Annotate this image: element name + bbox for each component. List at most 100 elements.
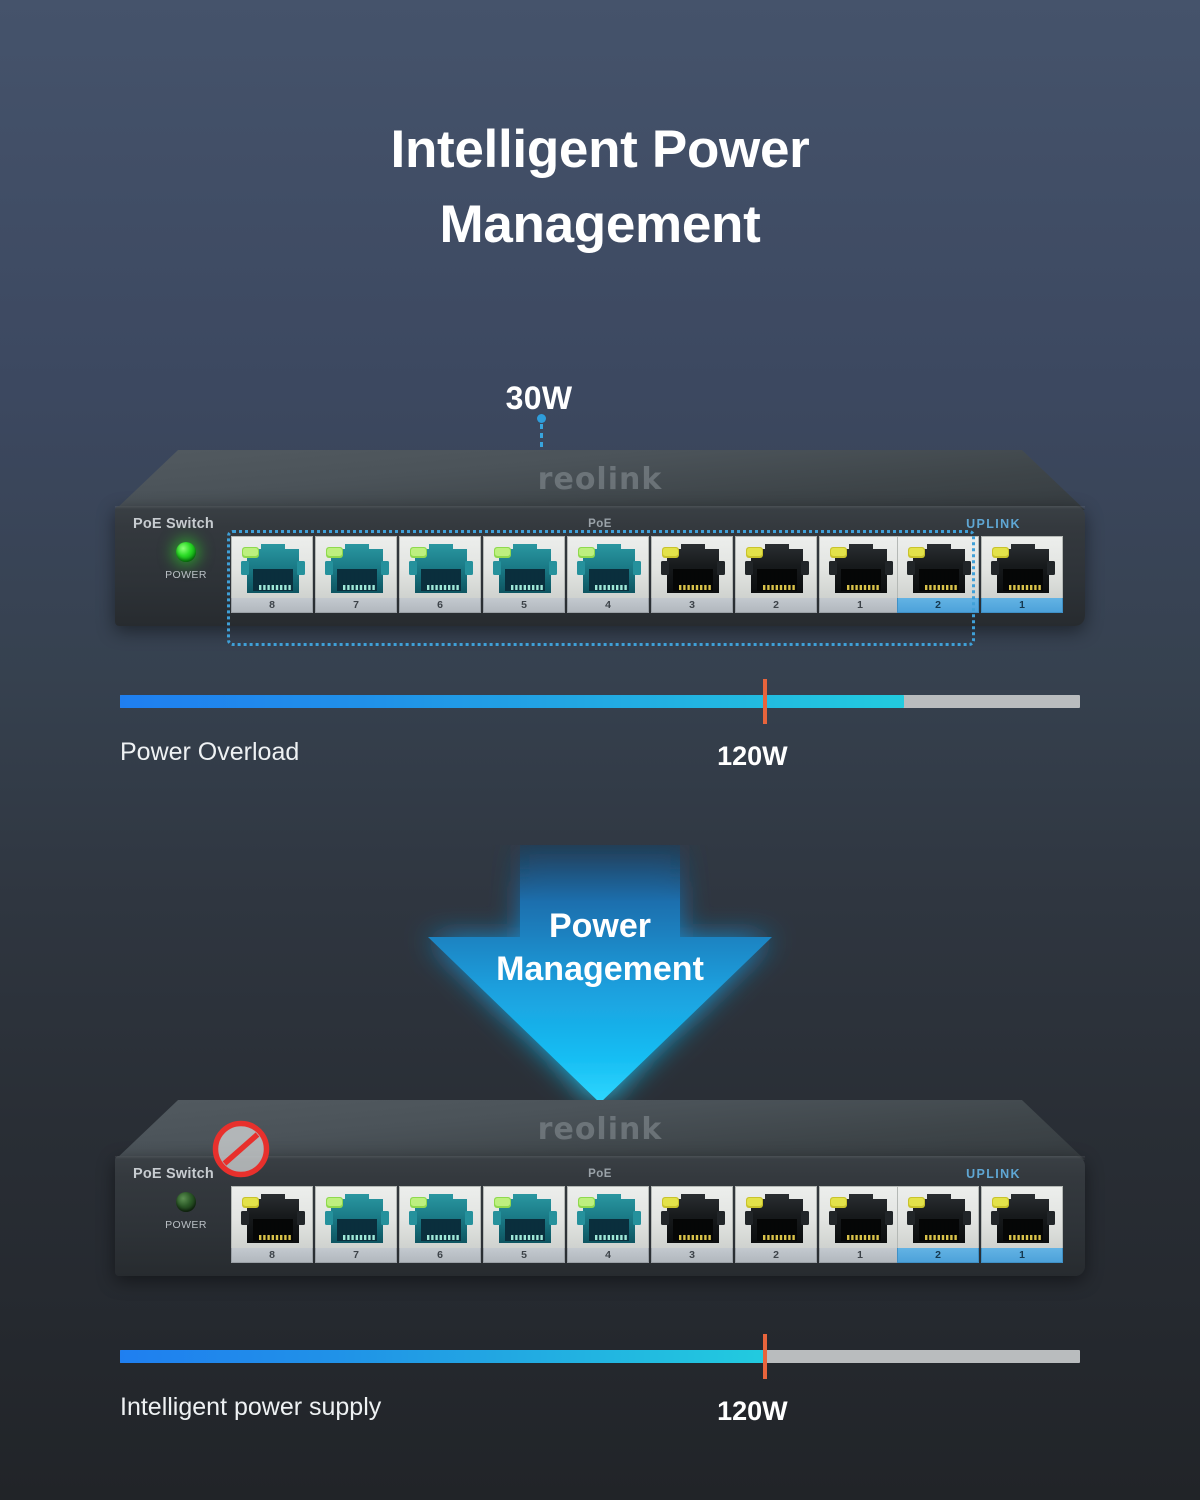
rj45-port[interactable]: 6 [399, 1186, 481, 1263]
callout-30w-label: 30W [505, 380, 573, 416]
power-bar-fill-top [120, 695, 905, 708]
rj45-port-shell [819, 1186, 901, 1248]
rj45-jack-icon [407, 541, 475, 597]
power-limit-marker-top [763, 679, 768, 724]
port-number-label: 2 [735, 1248, 817, 1263]
rj45-port[interactable]: 8 [231, 1186, 313, 1263]
rj45-jack-icon [659, 1191, 727, 1247]
port-number-label: 8 [231, 1248, 313, 1263]
rj45-port[interactable]: 1 [819, 536, 901, 613]
reolink-logo: reolink [537, 462, 663, 497]
port-number-label: 1 [819, 598, 901, 613]
rj45-port[interactable]: 2 [735, 1186, 817, 1263]
rj45-port[interactable]: 3 [651, 536, 733, 613]
power-bar-fill-bottom [120, 1350, 766, 1363]
uplink-port-bank-top: 2 1 [897, 536, 1063, 613]
arrow-label-line-1: Power [548, 907, 652, 945]
poe-section-label: PoE [588, 518, 612, 530]
uplink-section-label: UPLINK [966, 517, 1021, 531]
port-number-label: 7 [315, 1248, 397, 1263]
poe-switch-label: PoE Switch [133, 516, 214, 532]
device-front-panel-top: PoE Switch PoE UPLINK POWER 8 [115, 506, 1085, 626]
power-led-icon [176, 1192, 196, 1212]
rj45-jack-icon [323, 1191, 391, 1247]
rj45-jack-icon [239, 541, 307, 597]
rj45-port-shell [981, 1186, 1063, 1248]
power-limit-marker-bottom [763, 1334, 768, 1379]
rj45-port-shell [399, 536, 481, 598]
rj45-port[interactable]: 3 [651, 1186, 733, 1263]
rj45-jack-icon [743, 541, 811, 597]
page-title: Intelligent Power Management [0, 112, 1200, 263]
rj45-port-shell [981, 536, 1063, 598]
rj45-port-shell [399, 1186, 481, 1248]
reolink-logo: reolink [537, 1112, 663, 1147]
poe-switch-label: PoE Switch [133, 1166, 214, 1182]
port-number-label: 8 [231, 598, 313, 613]
rj45-jack-icon [743, 1191, 811, 1247]
rj45-port-shell [315, 536, 397, 598]
arrow-label-line-2: Management [496, 949, 704, 988]
rj45-port[interactable]: 1 [981, 536, 1063, 613]
poe-port-bank-top: 8 7 [231, 536, 901, 613]
rj45-jack-icon [905, 541, 973, 597]
port-number-label: 1 [981, 1248, 1063, 1263]
rj45-port[interactable]: 5 [483, 1186, 565, 1263]
port-number-label: 4 [567, 1248, 649, 1263]
rj45-port-shell [483, 1186, 565, 1248]
port-number-label: 1 [981, 598, 1063, 613]
port-number-label: 1 [819, 1248, 901, 1263]
power-management-arrow [400, 845, 800, 1110]
rj45-port-shell [819, 536, 901, 598]
rj45-jack-icon [659, 541, 727, 597]
rj45-port[interactable]: 2 [897, 536, 979, 613]
rj45-port-shell [231, 536, 313, 598]
port-number-label: 2 [735, 598, 817, 613]
power-led-icon [176, 542, 196, 562]
port-number-label: 3 [651, 1248, 733, 1263]
port-number-label: 2 [897, 1248, 979, 1263]
rj45-port[interactable]: 8 [231, 536, 313, 613]
port-number-label: 5 [483, 598, 565, 613]
uplink-section-label: UPLINK [966, 1167, 1021, 1181]
power-limit-value-bottom: 120W [717, 1396, 788, 1426]
rj45-jack-icon [827, 541, 895, 597]
no-entry-icon [210, 1118, 272, 1180]
rj45-port[interactable]: 4 [567, 536, 649, 613]
rj45-jack-icon [491, 541, 559, 597]
rj45-port-shell [897, 536, 979, 598]
rj45-jack-icon [827, 1191, 895, 1247]
rj45-jack-icon [989, 541, 1057, 597]
rj45-port[interactable]: 1 [819, 1186, 901, 1263]
poe-section-label: PoE [588, 1168, 612, 1180]
rj45-port-shell [231, 1186, 313, 1248]
rj45-jack-icon [491, 1191, 559, 1247]
rj45-port[interactable]: 2 [735, 536, 817, 613]
rj45-port[interactable]: 4 [567, 1186, 649, 1263]
power-indicator-bottom: POWER [157, 1192, 215, 1231]
page-title-line-1: Intelligent Power [390, 120, 810, 179]
device-lid-surface [115, 1100, 1085, 1160]
rj45-port-shell [567, 536, 649, 598]
rj45-port-shell [651, 536, 733, 598]
device-lid-surface [115, 450, 1085, 510]
port-number-label: 6 [399, 598, 481, 613]
rj45-port-shell [315, 1186, 397, 1248]
arrow-label: Power Management [400, 905, 800, 991]
power-status-label-top: Power Overload [120, 738, 300, 766]
port-number-label: 3 [651, 598, 733, 613]
rj45-port[interactable]: 7 [315, 536, 397, 613]
rj45-jack-icon [905, 1191, 973, 1247]
rj45-port[interactable]: 1 [981, 1186, 1063, 1263]
rj45-port[interactable]: 5 [483, 536, 565, 613]
device-lid-bottom: reolink [115, 1100, 1085, 1160]
rj45-jack-icon [989, 1191, 1057, 1247]
rj45-port[interactable]: 7 [315, 1186, 397, 1263]
port-number-label: 4 [567, 598, 649, 613]
rj45-port[interactable]: 2 [897, 1186, 979, 1263]
port-number-label: 7 [315, 598, 397, 613]
rj45-port[interactable]: 6 [399, 536, 481, 613]
rj45-port-shell [735, 536, 817, 598]
device-front-panel-bottom: PoE Switch PoE UPLINK POWER 8 [115, 1156, 1085, 1276]
power-status-label-bottom: Intelligent power supply [120, 1393, 382, 1421]
